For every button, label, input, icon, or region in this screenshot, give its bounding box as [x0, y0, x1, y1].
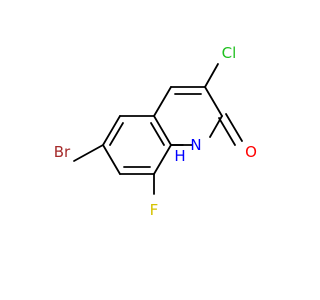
- bond-c2-o-b: [225, 113, 243, 142]
- bond-c8a-c4a-inner: [150, 122, 165, 146]
- atom-label-br: Br: [54, 143, 71, 161]
- bond-c7-br: [73, 144, 104, 162]
- bond-c6-c7: [102, 144, 121, 175]
- bond-c5-c6: [102, 115, 121, 146]
- bonds: [73, 63, 243, 195]
- bond-c3-c2: [204, 86, 223, 117]
- atom-label-f: F: [150, 201, 159, 219]
- atom-label-cl: Cl: [222, 44, 237, 62]
- bond-c4a-c4: [153, 86, 172, 117]
- bond-c8a-c4a: [153, 115, 172, 146]
- molecule-structure: Cl O H N Br F: [54, 44, 257, 219]
- bond-c2-o-a: [218, 117, 236, 146]
- atom-label-o: O: [245, 143, 257, 161]
- atom-label-h: H: [174, 147, 185, 165]
- bond-c6-c6-inner: [109, 122, 124, 146]
- bond-c3-cl: [204, 63, 219, 88]
- atom-labels: Cl O H N Br F: [54, 44, 257, 219]
- molecule-canvas: Cl O H N Br F: [53, 44, 257, 219]
- bond-c8-c8a: [153, 144, 172, 175]
- atom-label-n: N: [190, 136, 201, 154]
